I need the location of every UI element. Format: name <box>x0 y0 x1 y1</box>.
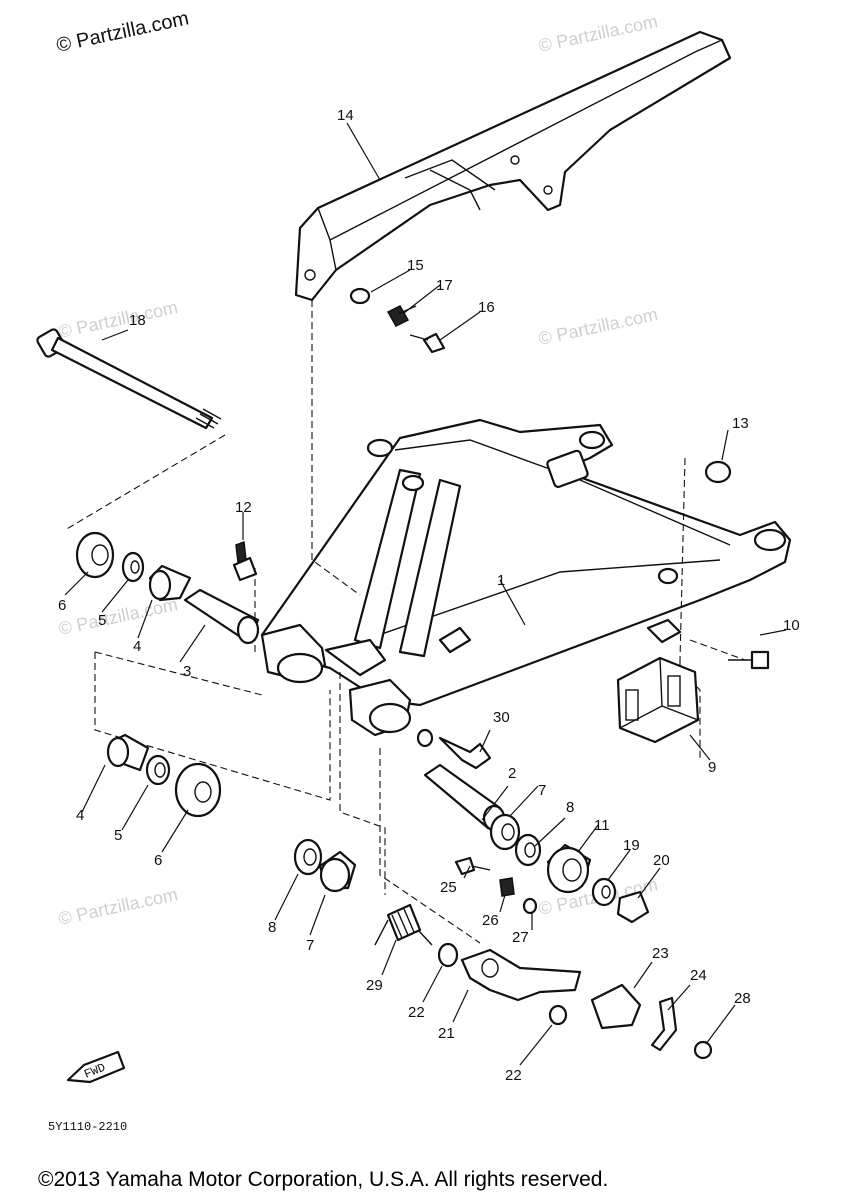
pivot-parts-upper <box>75 531 260 645</box>
callout-18: 18 <box>129 312 146 329</box>
callout-5: 5 <box>98 612 106 629</box>
callout-4: 4 <box>133 638 141 655</box>
callout-25: 25 <box>440 879 457 896</box>
link-parts <box>590 983 713 1060</box>
swingarm <box>260 418 792 737</box>
assembly-line-bolt-10 <box>689 639 746 661</box>
bolt-10 <box>728 650 770 670</box>
callout-7: 7 <box>538 782 546 799</box>
block <box>616 656 700 744</box>
bolt-30 <box>416 728 492 770</box>
callout-20: 20 <box>653 852 670 869</box>
assembly-line-brake-arm <box>379 748 481 944</box>
chain-case <box>294 30 732 302</box>
bearing-parts-center <box>293 838 357 893</box>
spring <box>374 903 433 946</box>
callout-14: 14 <box>337 107 354 124</box>
callout-28: 28 <box>734 990 751 1007</box>
callout-24: 24 <box>690 967 707 984</box>
assembly-line-shaft <box>64 434 226 531</box>
callout-6-lower: 6 <box>154 852 162 869</box>
callout-22-lower: 22 <box>505 1067 522 1084</box>
callout-7-lower: 7 <box>306 937 314 954</box>
callout-12: 12 <box>235 499 252 516</box>
pivot-shaft <box>36 328 222 430</box>
cap <box>704 460 732 484</box>
assembly-bracket-left <box>94 651 331 801</box>
watermark-left-upper: © Partzilla.com <box>57 297 180 342</box>
callout-27: 27 <box>512 929 529 946</box>
watermark-main: © Partzilla.com <box>54 7 190 57</box>
assembly-line-cap <box>679 457 686 661</box>
callout-26: 26 <box>482 912 499 929</box>
callout-3: 3 <box>183 663 191 680</box>
leader-lines <box>64 122 787 1066</box>
diagram-code: 5Y1110-2210 <box>48 1120 127 1134</box>
callout-29: 29 <box>366 977 383 994</box>
assembly-line-center <box>339 672 386 895</box>
callout-4-lower: 4 <box>76 807 84 824</box>
grease-nipple <box>232 540 258 582</box>
callout-10: 10 <box>783 617 800 634</box>
brake-arm <box>437 942 582 1026</box>
callout-11: 11 <box>594 817 610 834</box>
callouts: 1 2 3 4 4 5 5 6 6 7 7 8 8 9 10 11 12 13 … <box>58 107 800 1084</box>
small-hardware <box>454 856 538 915</box>
callout-15: 15 <box>407 257 424 274</box>
watermark-left-lower: © Partzilla.com <box>57 884 180 929</box>
callout-8: 8 <box>566 799 574 816</box>
collar-bearing-parts <box>423 763 650 924</box>
forward-arrow-icon: FWD <box>66 1050 126 1084</box>
callout-1: 1 <box>497 572 505 589</box>
callout-2: 2 <box>508 765 516 782</box>
callout-17: 17 <box>436 277 453 294</box>
callout-19: 19 <box>623 837 640 854</box>
callout-9: 9 <box>708 759 716 776</box>
callout-30: 30 <box>493 709 510 726</box>
watermark-top-right: © Partzilla.com <box>537 11 660 56</box>
pivot-parts-lower <box>106 733 222 818</box>
chain-case-hardware <box>349 287 446 354</box>
callout-21: 21 <box>438 1025 455 1042</box>
callout-16: 16 <box>478 299 495 316</box>
assembly-line-chain-case <box>311 300 361 596</box>
callout-23: 23 <box>652 945 669 962</box>
callout-13: 13 <box>732 415 749 432</box>
copyright-notice: ©2013 Yamaha Motor Corporation, U.S.A. A… <box>38 1168 608 1191</box>
watermark-right-upper: © Partzilla.com <box>537 304 660 349</box>
callout-6: 6 <box>58 597 66 614</box>
callout-5-lower: 5 <box>114 827 122 844</box>
callout-22: 22 <box>408 1004 425 1021</box>
callout-8-lower: 8 <box>268 919 276 936</box>
